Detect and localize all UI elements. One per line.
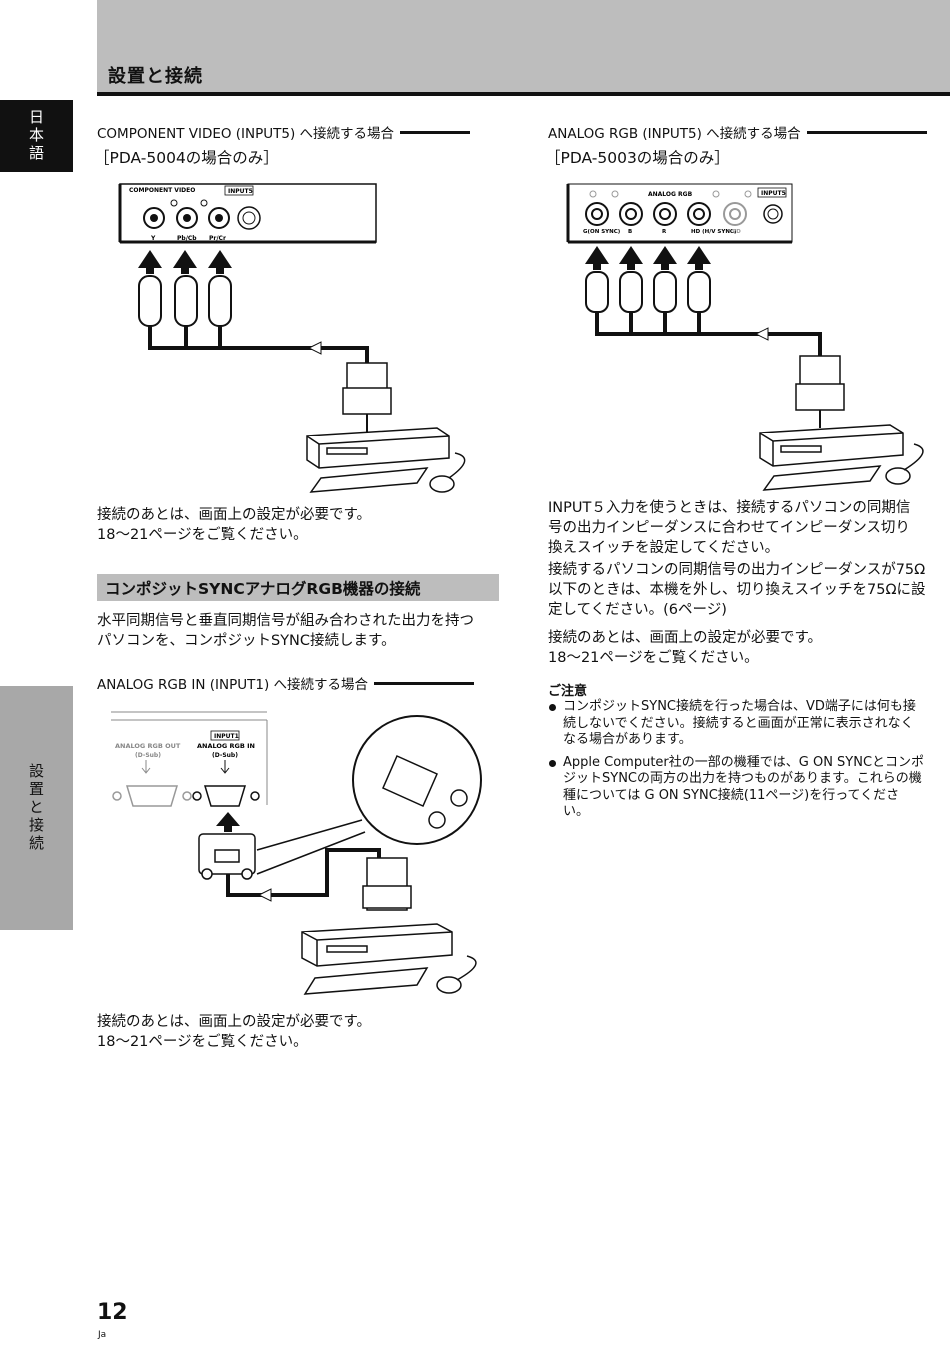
component-after-text: 接続のあとは、画面上の設定が必要です。 18〜21ページをご覧ください。 <box>97 505 371 545</box>
in-sub: (D-Sub) <box>212 752 238 759</box>
composite-sync-heading: コンポジットSYNCアナログRGB機器の接続 <box>97 574 499 601</box>
jack-label-4: VD <box>732 229 741 235</box>
right-after-text: 接続のあとは、画面上の設定が必要です。 18〜21ページをご覧ください。 <box>548 628 950 668</box>
paragraph-line: INPUT５入力を使うときは、接続するパソコンの同期信 <box>548 500 911 516</box>
caution-line: 続しないでください。接続すると画面が正常に表示されなく <box>563 715 914 731</box>
bnc-jacks <box>585 202 783 226</box>
bnc-plugs <box>585 271 711 313</box>
header-rule <box>97 92 950 96</box>
jack-label-0: Y <box>150 235 156 242</box>
composite-sync-intro: 水平同期信号と垂直同期信号が組み合わされた出力を持つ パソコンを、コンポジットS… <box>97 611 474 651</box>
paragraph-line: 以下のときは、本機を外し、切り換えスイッチを75Ωに設 <box>548 582 926 598</box>
language-tab-label: 日本語 <box>27 109 45 163</box>
paragraph-line: 18〜21ページをご覧ください。 <box>548 650 759 666</box>
paragraph-line: 号の出力インピーダンスに合わせてインピーダンス切り <box>548 520 910 536</box>
jack-label-1: Pb/Cb <box>177 235 197 242</box>
heading-rule <box>374 681 475 685</box>
out-sub: (D-Sub) <box>135 752 161 759</box>
computer-illustration <box>759 424 924 491</box>
section-tab-label: 設置と接続 <box>27 763 45 853</box>
composite-sync-intro-1: パソコンを、コンポジットSYNC接続します。 <box>97 633 396 649</box>
paragraph-line: 接続するパソコンの同期信号の出力インピーダンスが75Ω <box>548 562 926 578</box>
impedance-paragraph-0: INPUT５入力を使うときは、接続するパソコンの同期信 号の出力インピーダンスに… <box>548 498 950 558</box>
caution-notes: ご注意 コンポジットSYNC接続を行った場合は、VD端子には何も接 続しないでく… <box>548 680 950 827</box>
caution-line: 種については G ON SYNC接続(11ページ)を行ってくださ <box>563 787 900 803</box>
jack-label-0: G(ON SYNC) <box>583 229 621 235</box>
composite-after-line-0: 接続のあとは、画面上の設定が必要です。 <box>97 1014 372 1030</box>
jack-label-1: B <box>628 229 632 235</box>
composite-sync-intro-0: 水平同期信号と垂直同期信号が組み合わされた出力を持つ <box>97 613 474 629</box>
page-number: 12 <box>97 1300 128 1325</box>
caution-line: い。 <box>563 804 590 819</box>
in-label: ANALOG RGB IN <box>197 742 255 750</box>
analog-rgb-in-heading: ANALOG RGB IN (INPUT1) へ接続する場合 <box>97 673 475 693</box>
component-after-line-0: 接続のあとは、画面上の設定が必要です。 <box>97 507 372 523</box>
component-model-note: ［PDA-5004の場合のみ］ <box>94 149 279 167</box>
impedance-paragraph-1: 接続するパソコンの同期信号の出力インピーダンスが75Ω 以下のときは、本機を外し… <box>548 560 950 620</box>
analog-rgb-in-heading-text: ANALOG RGB IN (INPUT1) へ接続する場合 <box>97 677 369 693</box>
component-diagram: COMPONENT VIDEO INPUT5 Y Pb/Cb Pr/Cr <box>118 183 466 493</box>
paragraph-line: 定してください。(6ページ) <box>548 602 727 618</box>
dsub-out-port <box>112 785 192 807</box>
caution-item: Apple Computer社の一部の機種では、G ON SYNCとコンポ ジッ… <box>548 755 950 821</box>
input-tag-box <box>224 185 254 196</box>
section-title: 設置と接続 <box>108 66 203 87</box>
input-tag: INPUT5 <box>228 188 253 195</box>
up-arrows <box>585 246 711 270</box>
jack-label-3: HD (H/V SYNC) <box>691 229 737 235</box>
dsub-in-port <box>192 785 260 807</box>
component-after-line-1: 18〜21ページをご覧ください。 <box>97 527 308 543</box>
component-heading-text: COMPONENT VIDEO (INPUT5) へ接続する場合 <box>97 126 395 142</box>
caution-line: なる場合があります。 <box>563 732 692 747</box>
panel-label: COMPONENT VIDEO <box>129 187 195 194</box>
out-label: ANALOG RGB OUT <box>115 742 181 750</box>
rca-plugs <box>138 275 232 327</box>
computer-illustration <box>301 923 477 995</box>
jack-label-2: R <box>662 229 667 235</box>
section-tab[interactable]: 設置と接続 <box>0 686 73 930</box>
caution-title: ご注意 <box>548 684 588 699</box>
up-arrows <box>138 250 232 274</box>
page-language-code: Ja <box>98 1330 107 1340</box>
analog-rgb-heading: ANALOG RGB (INPUT5) へ接続する場合 <box>548 122 927 142</box>
dsub-plug <box>198 833 256 880</box>
rca-jacks <box>143 199 261 230</box>
component-heading: COMPONENT VIDEO (INPUT5) へ接続する場合 <box>97 122 471 142</box>
analog-rgb-diagram: ANALOG RGB INPUT5 G(ON SYNC) B R HD (H/V… <box>566 183 924 491</box>
jack-label-2: Pr/Cr <box>209 235 226 242</box>
in-tag: INPUT1 <box>214 733 239 740</box>
header-band <box>97 0 950 92</box>
panel-label: ANALOG RGB <box>648 191 693 198</box>
caution-line: コンポジットSYNC接続を行った場合は、VD端子には何も接 <box>563 699 916 714</box>
caution-line: ジットSYNCの両方の出力を持つものがあります。これらの機 <box>563 771 922 786</box>
heading-rule <box>806 130 927 134</box>
composite-after-text: 接続のあとは、画面上の設定が必要です。 18〜21ページをご覧ください。 <box>97 1012 371 1052</box>
language-tab[interactable]: 日本語 <box>0 100 73 172</box>
paragraph-line: 換えスイッチを設定してください。 <box>548 540 780 556</box>
heading-rule <box>400 130 471 134</box>
paragraph-line: 接続のあとは、画面上の設定が必要です。 <box>548 630 823 646</box>
caution-line: Apple Computer社の一部の機種では、G ON SYNCとコンポ <box>563 754 925 770</box>
input-tag: INPUT5 <box>761 190 786 197</box>
computer-illustration <box>306 427 466 493</box>
caution-item: コンポジットSYNC接続を行った場合は、VD端子には何も接 続しないでください。… <box>548 699 950 749</box>
composite-sync-diagram: ANALOG RGB OUT (D-Sub) INPUT1 ANALOG RGB… <box>111 711 482 995</box>
composite-after-line-1: 18〜21ページをご覧ください。 <box>97 1034 308 1050</box>
analog-rgb-heading-text: ANALOG RGB (INPUT5) へ接続する場合 <box>548 126 801 142</box>
analog-model-note: ［PDA-5003の場合のみ］ <box>545 149 730 167</box>
